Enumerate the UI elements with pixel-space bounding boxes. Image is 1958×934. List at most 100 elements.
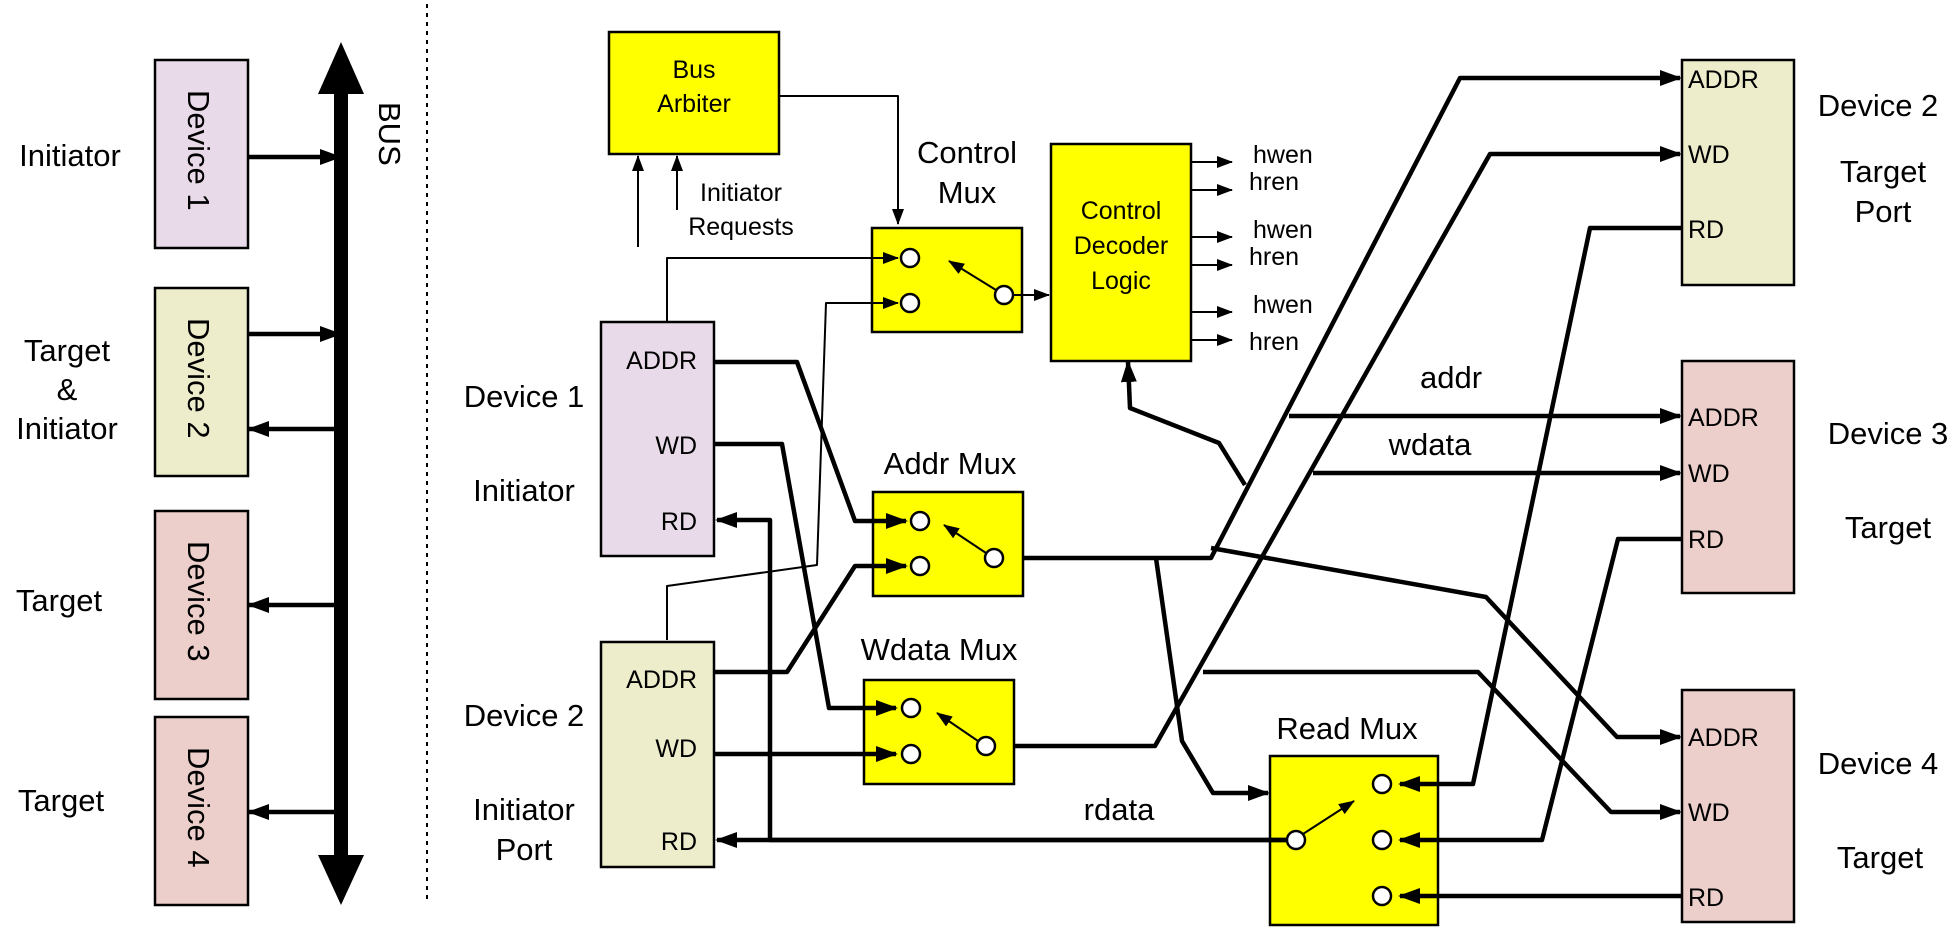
wdata-mux-input-2 [900, 743, 922, 765]
hren-1-label: hren [1249, 168, 1299, 196]
d1-addr-port: ADDR [626, 347, 697, 375]
hren-2-label: hren [1249, 243, 1299, 271]
overview-device-2-label: Device 2 [181, 318, 216, 439]
t2-addr-port: ADDR [1688, 66, 1759, 94]
initiator-device-2-box [599, 640, 716, 869]
d2-addr-to-addr-mux [714, 558, 908, 675]
wdata-mux-input-1 [900, 697, 922, 719]
wdata-mux-box [862, 678, 1016, 786]
t4-rd-port: RD [1688, 884, 1724, 912]
initiator-requests-line1: Initiator [700, 179, 782, 207]
control-mux-label-line2: Mux [938, 175, 997, 210]
bus-overview: BUS Device 1 Device 2 Device 3 Device 4 … [16, 42, 407, 907]
t4-addr-port: ADDR [1688, 724, 1759, 752]
d1-wd-to-wdata-mux [714, 441, 898, 716]
bus-arrow-down-icon [318, 855, 364, 905]
t2-rd-port: RD [1688, 216, 1724, 244]
read-mux-input-2 [1371, 829, 1393, 851]
addr-mux-input-2 [909, 555, 931, 577]
read-mux-label: Read Mux [1276, 711, 1418, 746]
target-device-3-box [1680, 359, 1796, 595]
target-device-2-box [1680, 58, 1796, 287]
d2-addr-to-control-mux [666, 297, 899, 640]
wdata-signal-label: wdata [1388, 427, 1472, 462]
target-device-3-name: Device 3 [1828, 416, 1949, 451]
d1-addr-to-addr-mux [714, 359, 908, 529]
control-mux-switch [948, 260, 997, 291]
initiator-requests-line2: Requests [688, 213, 794, 241]
read-mux-input-1 [1371, 773, 1393, 795]
target-device-4-role: Target [1837, 840, 1924, 875]
overview-device-2-box [153, 286, 250, 478]
wdata-mux-label: Wdata Mux [861, 632, 1018, 667]
read-mux-output [1285, 829, 1307, 851]
bus-arbiter: Bus Arbiter [607, 30, 781, 156]
bus-arbiter-line2: Arbiter [657, 90, 731, 118]
read-mux-switch [1302, 800, 1355, 835]
role-target-3: Target [16, 583, 103, 618]
bus-arbiter-line1: Bus [672, 56, 715, 84]
target-device-2-role-b: Port [1855, 194, 1912, 229]
t2-wd-port: WD [1688, 141, 1730, 169]
d2-addr-port: ADDR [626, 666, 697, 694]
addr-mux-switch [943, 524, 987, 554]
read-mux-input-3 [1371, 885, 1393, 907]
initiator-device-1-box [599, 320, 716, 558]
d2-wd-port: WD [655, 735, 697, 763]
hwen-1-label: hwen [1253, 141, 1313, 169]
target-device-3-role: Target [1845, 510, 1932, 545]
control-mux-output [993, 284, 1015, 306]
addr-mux-input-1 [909, 510, 931, 532]
role-target-2: Target [24, 333, 111, 368]
arbiter-to-control-mux-line [779, 95, 904, 225]
initiator-device-2-role-a: Initiator [473, 792, 575, 827]
addr-mux-box [871, 490, 1025, 598]
d1-rd-port: RD [661, 508, 697, 536]
control-mux-input-1 [899, 247, 921, 269]
wdata-mux-switch [936, 712, 979, 742]
hwen-2-label: hwen [1253, 216, 1313, 244]
control-mux-label-line1: Control [917, 135, 1017, 170]
overview-device-1-box [153, 58, 250, 250]
decoder-outputs: hwen hren hwen hren hwen hren [1191, 141, 1313, 356]
addr-select-to-read-mux [1153, 557, 1270, 801]
target-device-2-role-a: Target [1840, 154, 1927, 189]
wdata-to-t2 [1014, 146, 1682, 749]
t3-rd-port: RD [1688, 526, 1724, 554]
t2-rd-to-read-mux [1398, 225, 1682, 792]
bus-arrow-up-icon [318, 42, 364, 94]
t3-wd-port: WD [1688, 460, 1730, 488]
target-device-2-name: Device 2 [1818, 88, 1939, 123]
rdata-signal-label: rdata [1084, 792, 1155, 827]
wdata-mux-output [975, 735, 997, 757]
bus-arbiter-box [607, 30, 781, 156]
role-initiator-1: Initiator [19, 138, 121, 173]
control-mux-input-2 [899, 292, 921, 314]
role-and-2: & [57, 372, 78, 407]
d1-addr-to-control-mux [666, 252, 899, 322]
addr-wdata-fanout: addr wdata [1014, 70, 1682, 820]
initiator-device-1-name: Device 1 [464, 379, 585, 414]
t3-rd-to-read-mux [1398, 536, 1682, 848]
t3-addr-port: ADDR [1688, 404, 1759, 432]
overview-device-3-box [153, 509, 250, 701]
initiator-device-1-role: Initiator [473, 473, 575, 508]
d2-rd-port: RD [661, 828, 697, 856]
hren-3-label: hren [1249, 328, 1299, 356]
addr-signal-label: addr [1420, 360, 1482, 395]
addr-mux-output [983, 547, 1005, 569]
role-initiator-2: Initiator [16, 411, 118, 446]
overview-device-3-label: Device 3 [181, 541, 216, 662]
decoder-line1: Control [1081, 197, 1162, 225]
target-device-4-name: Device 4 [1818, 746, 1939, 781]
d1-wd-port: WD [655, 432, 697, 460]
overview-device-1-label: Device 1 [181, 90, 216, 211]
target-device-4-box [1680, 688, 1796, 924]
addr-to-decoder-line [1120, 360, 1247, 487]
addr-to-t4 [1210, 545, 1682, 745]
wdata-to-t4 [1203, 669, 1682, 820]
initiator-device-2-name: Device 2 [464, 698, 585, 733]
overview-device-4-label: Device 4 [181, 747, 216, 868]
